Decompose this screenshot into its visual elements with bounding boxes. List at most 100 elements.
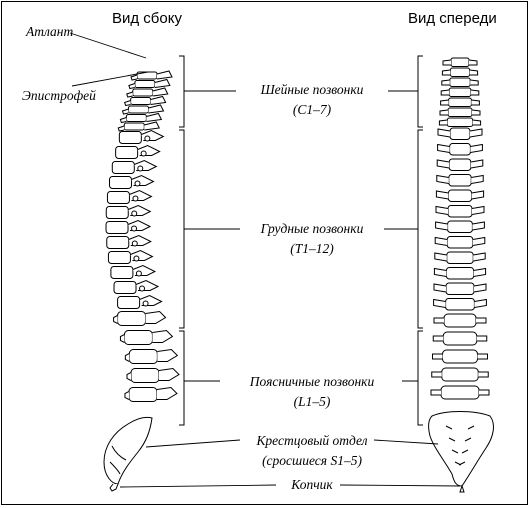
side-thoracic-vertebra [117, 296, 141, 309]
side-cervical-process [150, 95, 167, 105]
front-cervical-process [439, 109, 481, 116]
front-thoracic-bracket [417, 129, 423, 329]
side-cervical-body [123, 100, 131, 107]
side-lumbar-process [145, 310, 167, 324]
front-thoracic-process [436, 174, 484, 184]
side-lumbar-process [157, 348, 179, 362]
front-sacrum [428, 411, 494, 487]
front-thoracic-process [434, 236, 486, 246]
side-cervical-bracket [179, 55, 185, 128]
side-lumbar-process [152, 329, 174, 343]
front-thoracic-process [433, 298, 487, 308]
front-view-heading: Вид спереди [408, 10, 497, 27]
side-lumbar-bracket [179, 330, 185, 426]
front-thoracic-process [436, 159, 484, 169]
side-cervical-vertebra [134, 80, 156, 88]
side-lumbar-edge [126, 372, 132, 381]
cervical-range-label: (C1–7) [292, 102, 332, 117]
front-sacral-foramina [451, 449, 469, 454]
side-thoracic-vertebra [106, 236, 130, 249]
front-cervical-body [449, 67, 471, 77]
front-cervical-process [438, 119, 482, 126]
axis-leader [71, 71, 149, 87]
front-lumbar-process [431, 371, 489, 378]
side-lumbar-vertebra [128, 349, 158, 364]
lumbar-label: Поясничные позвонки [249, 374, 375, 389]
sacrum-leader [145, 439, 439, 448]
front-cervical-process [440, 99, 480, 106]
front-thoracic-process [433, 283, 487, 293]
front-thoracic-process [437, 143, 483, 153]
side-thoracic-vertebra [108, 176, 132, 189]
front-lumbar-process [432, 335, 488, 342]
front-thoracic-body [449, 127, 471, 140]
front-sacral-foramina [454, 461, 466, 466]
front-cervical-process [441, 69, 479, 76]
front-thoracic-body [447, 189, 473, 202]
side-thoracic-vertebra [111, 161, 135, 174]
coccyx-leader [119, 484, 461, 488]
side-thoracic-foramen [131, 210, 138, 217]
front-sacral-foramina [448, 437, 472, 442]
side-cervical-process [148, 104, 165, 114]
side-thoracic-vertebra [105, 221, 129, 234]
front-thoracic-process [435, 190, 485, 200]
front-cervical-body [449, 77, 471, 87]
front-lumbar-body [440, 385, 480, 400]
front-thoracic-body [445, 267, 475, 280]
front-cervical-body [447, 107, 473, 117]
side-thoracic-vertebra [115, 146, 139, 159]
front-lumbar-body [442, 331, 478, 346]
front-thoracic-process [435, 205, 485, 215]
side-thoracic-vertebra [113, 281, 137, 294]
front-cervical-process [442, 59, 478, 66]
side-cervical-process [156, 70, 173, 80]
side-lumbar-edge [119, 334, 125, 343]
sacrum-range-label: (сросшиеся S1–5) [262, 453, 362, 468]
front-cervical-body [448, 87, 472, 97]
front-lumbar-bracket [417, 330, 423, 426]
side-thoracic-foramen [142, 300, 149, 307]
front-thoracic-body [445, 282, 475, 295]
front-cervical-body [450, 57, 470, 67]
front-thoracic-body [448, 158, 472, 171]
front-lumbar-process [430, 389, 490, 396]
front-cervical-bracket [417, 55, 423, 128]
atlas-label: Атлант [26, 24, 74, 39]
front-thoracic-process [435, 221, 485, 231]
side-lumbar-process [158, 367, 180, 381]
side-thoracic-foramen [135, 270, 142, 277]
side-thoracic-foramen [131, 225, 138, 232]
front-cervical-process [441, 79, 479, 86]
thoracic-label: Грудные позвонки [260, 221, 364, 236]
front-lumbar-body [442, 349, 478, 364]
side-cervical-process [144, 121, 161, 131]
front-thoracic-body [448, 174, 472, 187]
front-thoracic-body [447, 205, 473, 218]
front-lumbar-process [433, 317, 487, 324]
side-lumbar-edge [124, 391, 130, 400]
side-thoracic-foramen [131, 240, 138, 247]
front-sacral-foramina [445, 425, 475, 430]
atlas-leader [69, 32, 147, 59]
side-lumbar-vertebra [128, 387, 158, 402]
side-cervical-body [128, 83, 136, 90]
side-lumbar-vertebra [123, 330, 153, 345]
side-lumbar-vertebra [130, 368, 160, 383]
side-cervical-body [130, 74, 138, 81]
side-cervical-process [152, 87, 169, 97]
front-thoracic-body [445, 298, 475, 311]
front-lumbar-process [432, 353, 488, 360]
front-cervical-body [448, 97, 472, 107]
front-thoracic-process [433, 267, 487, 277]
side-thoracic-foramen [139, 285, 146, 292]
side-thoracic-foramen [132, 195, 139, 202]
side-cervical-body [121, 108, 129, 115]
front-thoracic-body [446, 236, 474, 249]
side-view-spine [103, 70, 180, 492]
side-cervical-body [126, 91, 133, 98]
side-cervical-vertebra [123, 122, 145, 131]
side-thoracic-foramen [133, 255, 140, 262]
